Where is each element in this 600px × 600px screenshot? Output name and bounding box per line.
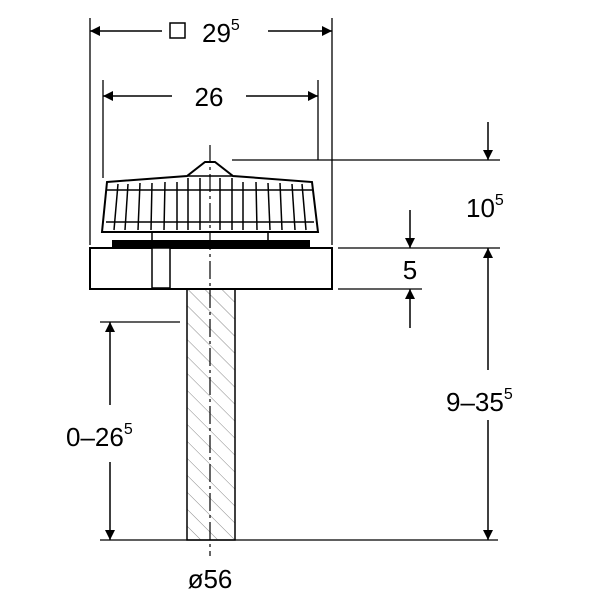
base-plate: [89, 247, 333, 290]
gasket: [112, 240, 310, 248]
dim-5-label: 5: [403, 255, 417, 285]
dim-26-label: 26: [195, 82, 224, 112]
dim-935-label: 9–355: [446, 386, 513, 417]
pipe-diameter-label: ø56: [188, 564, 233, 594]
dim-026-label: 0–265: [66, 421, 133, 452]
pipe: [186, 288, 236, 541]
square-symbol-icon: [169, 22, 186, 39]
grate: [100, 161, 320, 240]
plate-slot: [151, 247, 171, 289]
dim-105-label: 105: [466, 192, 504, 223]
dim-29-label: 295: [202, 17, 240, 48]
